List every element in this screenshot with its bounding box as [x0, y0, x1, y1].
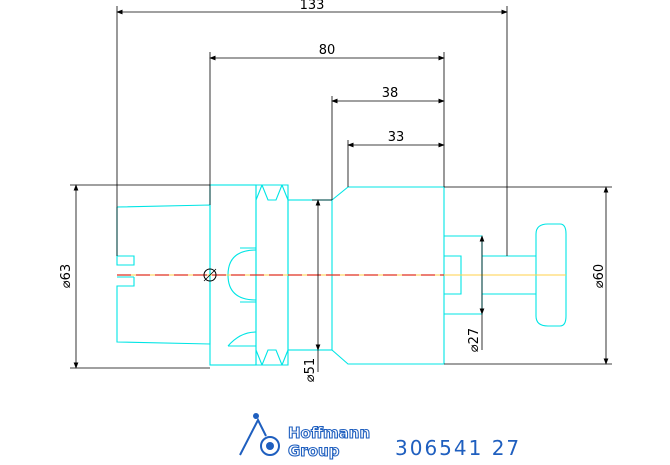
logo-mark-icon	[239, 413, 280, 456]
dimension-dia-27: ⌀27	[467, 328, 482, 352]
dimension-33: 33	[388, 130, 405, 145]
dimension-80: 80	[319, 43, 336, 58]
retention-stem	[482, 255, 536, 295]
gauge-point	[203, 268, 217, 282]
horizontal-dimensions	[116, 6, 508, 256]
dimension-dia-51: ⌀51	[303, 358, 318, 382]
logo-line-2: Group	[288, 442, 340, 460]
vertical-dimensions	[70, 184, 612, 372]
retention-knob	[535, 223, 567, 327]
dimension-38: 38	[382, 86, 399, 101]
logo-line-1: Hoffmann	[288, 424, 370, 442]
part-number: 306541 27	[395, 436, 521, 460]
dimension-133: 133	[300, 0, 325, 13]
dimension-dia-63: ⌀63	[59, 264, 74, 288]
flange	[255, 184, 289, 366]
dimension-dia-60: ⌀60	[592, 264, 607, 288]
hoffmann-group-logo: Hoffmann Group	[239, 413, 371, 461]
